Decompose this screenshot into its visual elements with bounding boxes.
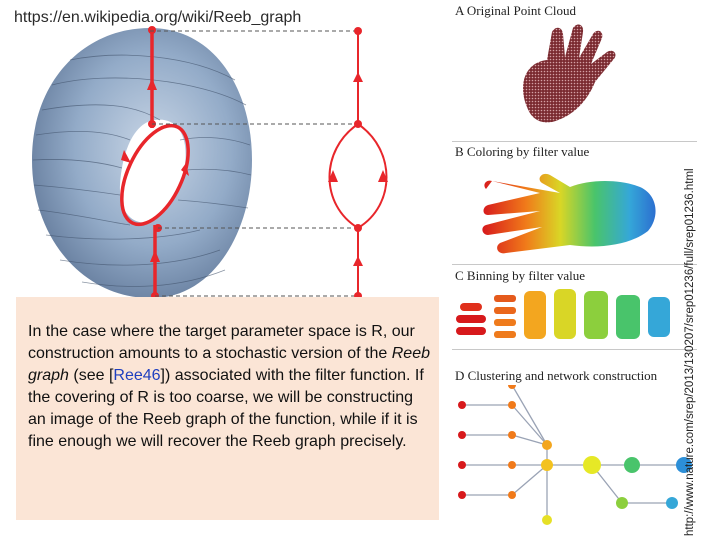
point-cloud-hand	[523, 24, 616, 123]
torus-surface	[32, 28, 252, 299]
quote-italic-term: Reeb graph	[28, 345, 430, 384]
reeb-graph-arrows	[328, 72, 388, 266]
panel-divider	[452, 349, 697, 350]
reeb-graph-quote: In the case where the target parameter s…	[16, 297, 439, 520]
citation-link[interactable]: Ree46	[113, 367, 161, 384]
side-source-url[interactable]: http://www.nature.com/srep/2013/130207/s…	[684, 168, 696, 536]
panel-b-title: B Coloring by filter value	[455, 144, 590, 159]
reeb-graph-nodes	[354, 27, 362, 300]
binned-hand-slices	[456, 289, 670, 339]
panel-a-title: A Original Point Cloud	[455, 3, 576, 18]
quote-text-3: ]) associated with the filter function. …	[28, 367, 424, 450]
mapper-panels: A Original Point Cloud B Coloring by fil…	[452, 0, 697, 540]
mapper-network-graph	[458, 385, 692, 525]
torus-reeb-graph-figure	[32, 26, 388, 300]
surface-arrows	[121, 78, 189, 262]
panel-c-title: C Binning by filter value	[455, 268, 585, 283]
network-nodes	[458, 385, 692, 525]
quote-text-2: (see [	[68, 367, 114, 384]
colored-hand	[482, 173, 656, 254]
panel-divider	[452, 264, 697, 265]
quote-text-1: In the case where the target parameter s…	[28, 323, 415, 362]
panel-d-title: D Clustering and network construction	[455, 368, 658, 383]
source-url[interactable]: https://en.wikipedia.org/wiki/Reeb_graph	[14, 9, 302, 26]
level-guides	[150, 30, 358, 297]
panel-divider	[452, 141, 697, 142]
